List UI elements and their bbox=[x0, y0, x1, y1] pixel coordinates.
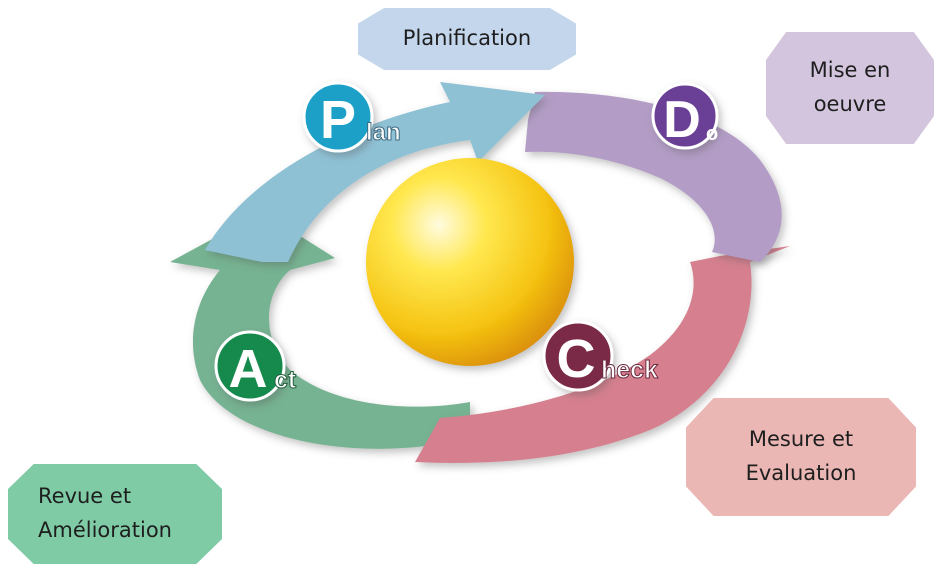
mesure-evaluation-tag: Mesure et Evaluation bbox=[686, 398, 916, 516]
plan-badge-letter: P bbox=[320, 90, 356, 150]
do-badge-letter: D bbox=[663, 91, 701, 149]
check-badge-rest: heck bbox=[601, 356, 658, 384]
revue-amelioration-tag-line-2: Amélioration bbox=[38, 518, 172, 542]
act-badge-letter: A bbox=[229, 339, 268, 399]
mise-en-oeuvre-tag-line-2: oeuvre bbox=[813, 92, 887, 116]
check-badge: C heck bbox=[542, 320, 659, 392]
sun-sphere-icon bbox=[366, 158, 574, 366]
do-arrow bbox=[525, 91, 782, 262]
check-badge-letter: C bbox=[557, 329, 596, 389]
planification-tag-line: Planification bbox=[402, 26, 532, 51]
mesure-evaluation-tag-line-2: Evaluation bbox=[745, 461, 857, 485]
revue-amelioration-tag-line-1: Revue et bbox=[38, 484, 132, 509]
do-badge: D o bbox=[651, 82, 719, 150]
plan-badge-rest: lan bbox=[366, 119, 401, 146]
plan-arrow bbox=[205, 82, 545, 262]
mise-en-oeuvre-tag: Mise en oeuvre bbox=[766, 32, 934, 144]
mise-en-oeuvre-tag-line-1: Mise en bbox=[809, 58, 891, 83]
do-badge-rest: o bbox=[706, 123, 718, 145]
mesure-evaluation-tag-line-1: Mesure et bbox=[748, 427, 854, 452]
act-badge-rest: ct bbox=[274, 366, 297, 394]
revue-amelioration-tag: Revue et Amélioration bbox=[8, 464, 222, 564]
plan-badge: P lan bbox=[302, 81, 401, 153]
planification-tag: Planification bbox=[358, 8, 576, 70]
check-arrow bbox=[415, 246, 790, 463]
act-badge: A ct bbox=[214, 330, 297, 402]
